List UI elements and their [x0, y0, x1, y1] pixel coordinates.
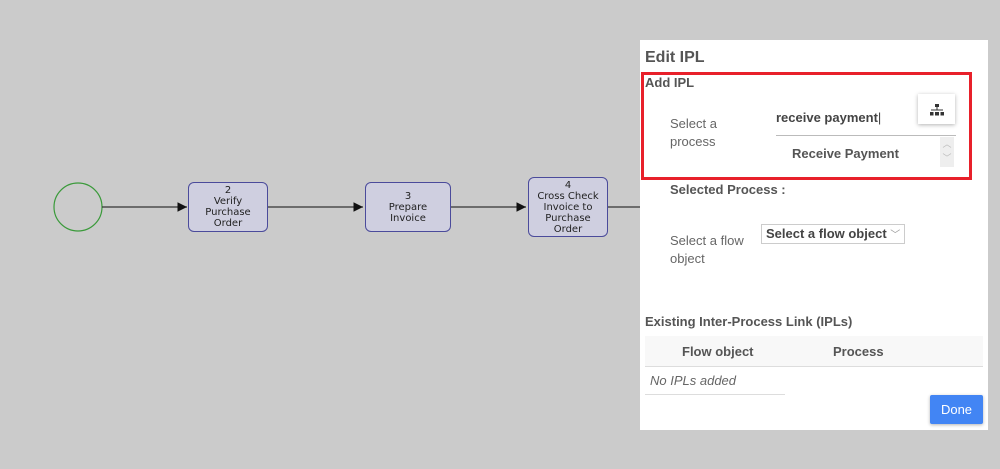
- process-diagram: [53, 182, 640, 232]
- process-search-value: receive payment: [776, 110, 878, 125]
- task-number: 2: [224, 185, 232, 196]
- select-process-label: Select a process: [670, 116, 717, 149]
- select-flow-label: Select a flow object: [670, 233, 744, 266]
- empty-row: No IPLs added: [645, 366, 785, 395]
- column-flow-object: Flow object: [682, 344, 754, 359]
- task-number: 3: [404, 190, 412, 202]
- text-cursor: |: [877, 110, 882, 125]
- flow-select-value: Select a flow object: [766, 226, 887, 241]
- highlight-box: [641, 72, 972, 180]
- task-number: 4: [564, 179, 572, 191]
- task-label: Prepare Invoice: [388, 201, 428, 224]
- selected-process-label: Selected Process :: [670, 182, 786, 197]
- process-option[interactable]: Receive Payment: [792, 146, 899, 161]
- process-search-input[interactable]: receive payment|: [776, 108, 956, 136]
- chevron-down-icon: ﹀: [890, 230, 901, 241]
- flow-object-select[interactable]: Select a flow object ﹀: [761, 224, 906, 244]
- add-ipl-heading: Add IPL: [645, 75, 695, 90]
- existing-ipls-heading: Existing Inter-Process Link (IPLs): [645, 314, 853, 329]
- task-label: Cross Check Invoice to Purchase Order: [537, 190, 599, 235]
- ipl-table-header: Flow object Process: [645, 336, 983, 367]
- column-process: Process: [833, 344, 884, 359]
- hierarchy-icon[interactable]: [918, 94, 955, 124]
- option-scrollbar[interactable]: ︿﹀: [940, 137, 954, 167]
- edit-ipl-dialog: Edit IPL Add IPL Select a process receiv…: [640, 40, 988, 430]
- dialog-title: Edit IPL: [645, 49, 705, 66]
- empty-text: No IPLs added: [650, 373, 737, 388]
- start-event[interactable]: [53, 182, 103, 232]
- task-label: Verify Purchase Order: [205, 196, 251, 229]
- done-button[interactable]: Done: [930, 395, 983, 424]
